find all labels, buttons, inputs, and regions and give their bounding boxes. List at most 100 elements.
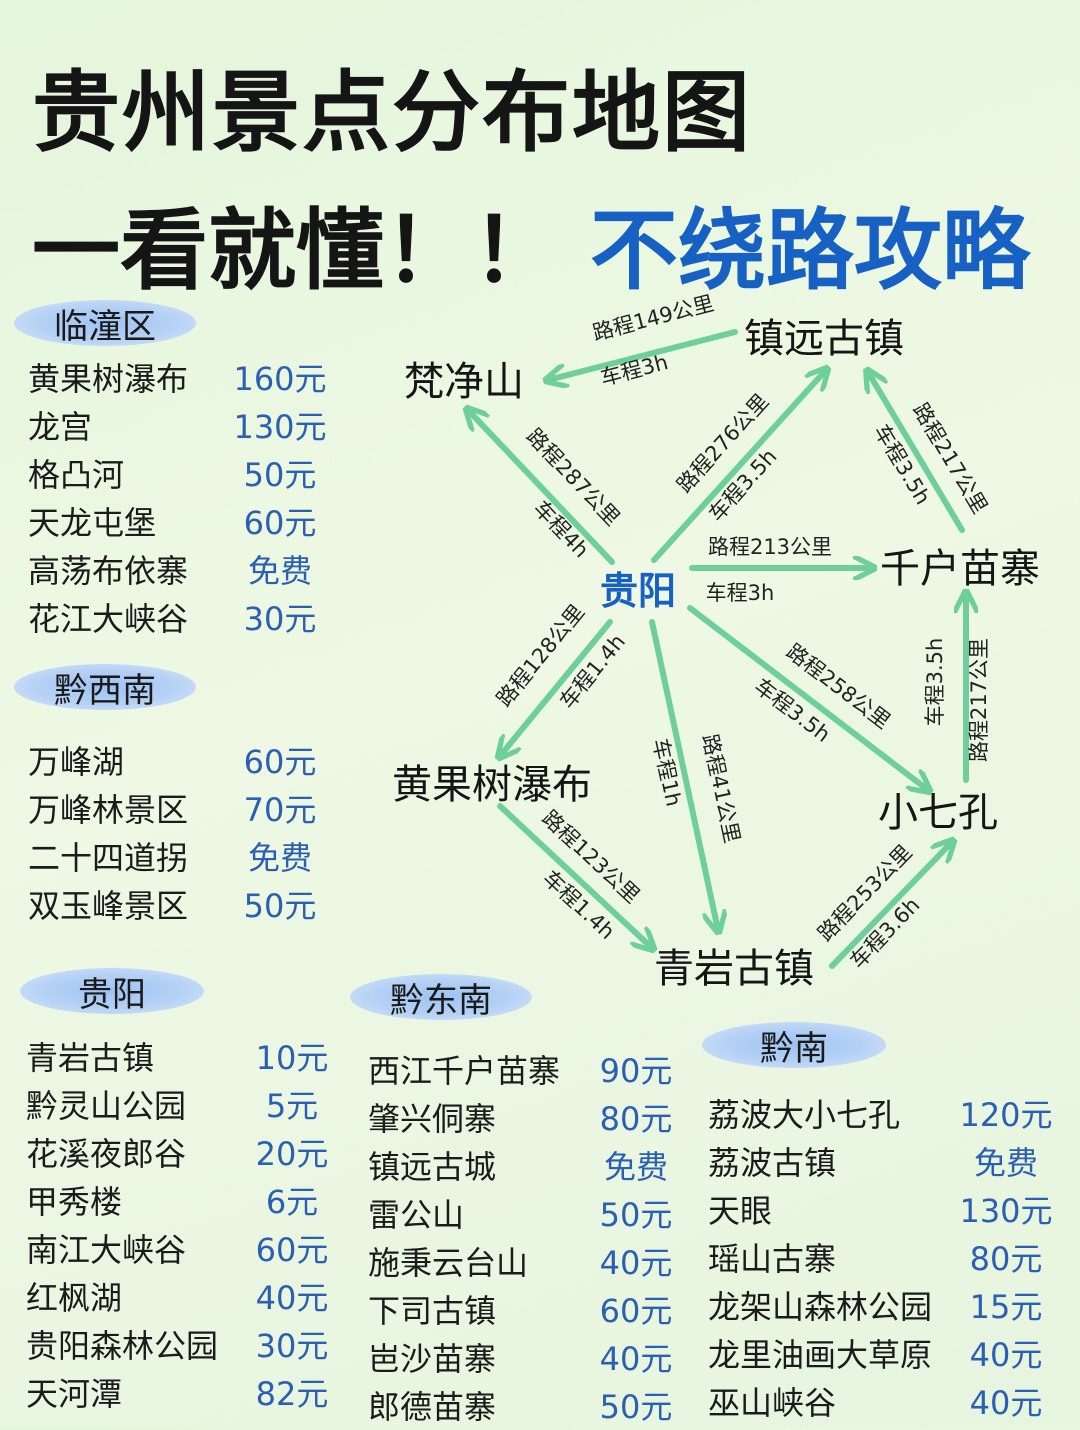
region-header-guiyang: 贵阳 [20, 968, 204, 1015]
attraction-name: 花溪夜郎谷 [26, 1135, 187, 1173]
attraction-price: 60元 [255, 1231, 329, 1269]
attraction-name: 青岩古镇 [26, 1039, 155, 1077]
attraction-price: 60元 [599, 1292, 673, 1330]
subtitle-part-2: 不绕路攻略 [590, 199, 1031, 302]
attraction-name: 南江大峡谷 [26, 1231, 187, 1269]
attraction-name: 下司古镇 [368, 1292, 497, 1330]
node-huangguoshu: 黄果树瀑布 [392, 762, 592, 808]
attraction-name: 镇远古城 [368, 1148, 497, 1186]
node-guiyang: 贵阳 [600, 569, 676, 613]
route-arrow-huangguoshu-qingyan [497, 803, 652, 948]
attraction-name: 万峰湖 [28, 743, 125, 781]
route-distance-label: 路程149公里 [590, 291, 716, 345]
list-item: 西江千户苗寨 90元 [368, 1046, 688, 1094]
attraction-name: 龙架山森林公园 [708, 1288, 933, 1326]
attraction-name: 施秉云台山 [368, 1244, 529, 1282]
attraction-price: 120元 [959, 1096, 1053, 1134]
route-arrow-qingyan-xiaoqikong [829, 842, 952, 969]
attraction-price: 6元 [265, 1183, 319, 1221]
attraction-price: 50元 [243, 887, 317, 925]
attraction-price: 80元 [599, 1100, 673, 1138]
attraction-name: 黔灵山公园 [26, 1087, 187, 1125]
list-item: 郎德苗寨 50元 [368, 1382, 688, 1430]
node-zhenyuan: 镇远古镇 [744, 316, 904, 362]
region-header-qianxinan: 黔西南 [14, 664, 196, 711]
attraction-price: 90元 [599, 1052, 673, 1090]
node-qianhu: 千户苗寨 [880, 546, 1040, 592]
attraction-name: 龙里油画大草原 [708, 1336, 933, 1374]
list-item: 雷公山 50元 [368, 1190, 688, 1238]
page-subtitle: 一看就懂！！ 不绕路攻略 [32, 180, 1030, 307]
route-distance-label: 路程217公里 [967, 638, 991, 762]
attraction-name: 巫山峡谷 [708, 1384, 837, 1422]
list-item: 天眼 130元 [708, 1186, 1068, 1234]
attraction-price: 15元 [969, 1288, 1043, 1326]
attraction-price: 130元 [959, 1192, 1053, 1230]
list-item: 龙架山森林公园 15元 [708, 1282, 1068, 1330]
attraction-name: 贵阳森林公园 [26, 1327, 219, 1365]
attraction-name: 雷公山 [368, 1196, 465, 1234]
route-distance-label: 路程41公里 [698, 732, 745, 845]
list-item: 红枫湖 40元 [26, 1273, 346, 1321]
route-time-label: 车程3h [706, 581, 775, 605]
attraction-price: 40元 [969, 1384, 1043, 1422]
page-title: 贵州景点分布地图 [32, 61, 753, 164]
list-item: 巫山峡谷 40元 [708, 1378, 1068, 1426]
route-arrow-guiyang-xiaoqikong [687, 605, 928, 790]
route-arrow-guiyang-huangguoshu [500, 619, 613, 756]
attraction-price: 50元 [599, 1196, 673, 1234]
attraction-name: 格凸河 [28, 456, 125, 494]
attraction-name: 西江千户苗寨 [368, 1052, 561, 1090]
attraction-name: 郎德苗寨 [368, 1388, 497, 1426]
attraction-price: 免费 [603, 1148, 668, 1186]
list-item: 二十四道拐免费 [28, 833, 348, 881]
attraction-price: 50元 [243, 456, 317, 494]
attraction-price: 60元 [243, 743, 317, 781]
attraction-price: 20元 [255, 1135, 329, 1173]
attraction-price: 免费 [247, 552, 312, 590]
route-arrow-qianhu-zhenyuan [868, 372, 965, 533]
list-item: 荔波古镇免费 [708, 1138, 1068, 1186]
route-distance-label: 路程213公里 [708, 535, 832, 559]
attraction-name: 红枫湖 [26, 1279, 123, 1317]
list-item: 镇远古城 免费 [368, 1142, 688, 1190]
attraction-name: 万峰林景区 [28, 791, 189, 829]
route-arrow-guiyang-fanjingshan [468, 410, 615, 565]
list-item: 贵阳森林公园 30元 [26, 1321, 346, 1369]
region-header-linhuang: 临潼区 [14, 300, 196, 347]
attraction-name: 天河潭 [26, 1375, 123, 1413]
subtitle-part-1: 一看就懂！！ [32, 199, 561, 302]
attraction-price: 50元 [599, 1388, 673, 1426]
attraction-name: 天龙屯堡 [28, 504, 157, 542]
attraction-price: 40元 [255, 1279, 329, 1317]
attraction-name: 黄果树瀑布 [28, 360, 189, 398]
attraction-price: 40元 [969, 1336, 1043, 1374]
attraction-name: 天眼 [708, 1192, 773, 1230]
attraction-name: 二十四道拐 [28, 839, 189, 877]
attraction-name: 肇兴侗寨 [368, 1100, 497, 1138]
attraction-name: 荔波古镇 [708, 1144, 837, 1182]
list-item: 龙里油画大草原 40元 [708, 1330, 1068, 1378]
attraction-name: 岜沙苗寨 [368, 1340, 497, 1378]
list-item: 花溪夜郎谷 20元 [26, 1129, 346, 1177]
node-fanjingshan: 梵净山 [404, 359, 524, 405]
list-item: 高荡布依寨免费 [28, 546, 348, 594]
attraction-price: 10元 [255, 1039, 329, 1077]
attraction-name: 花江大峡谷 [28, 600, 189, 638]
route-arrow-zhenyuan-fanjingshan [548, 329, 738, 380]
attraction-name: 龙宫 [28, 408, 93, 446]
attraction-price: 30元 [255, 1327, 329, 1365]
